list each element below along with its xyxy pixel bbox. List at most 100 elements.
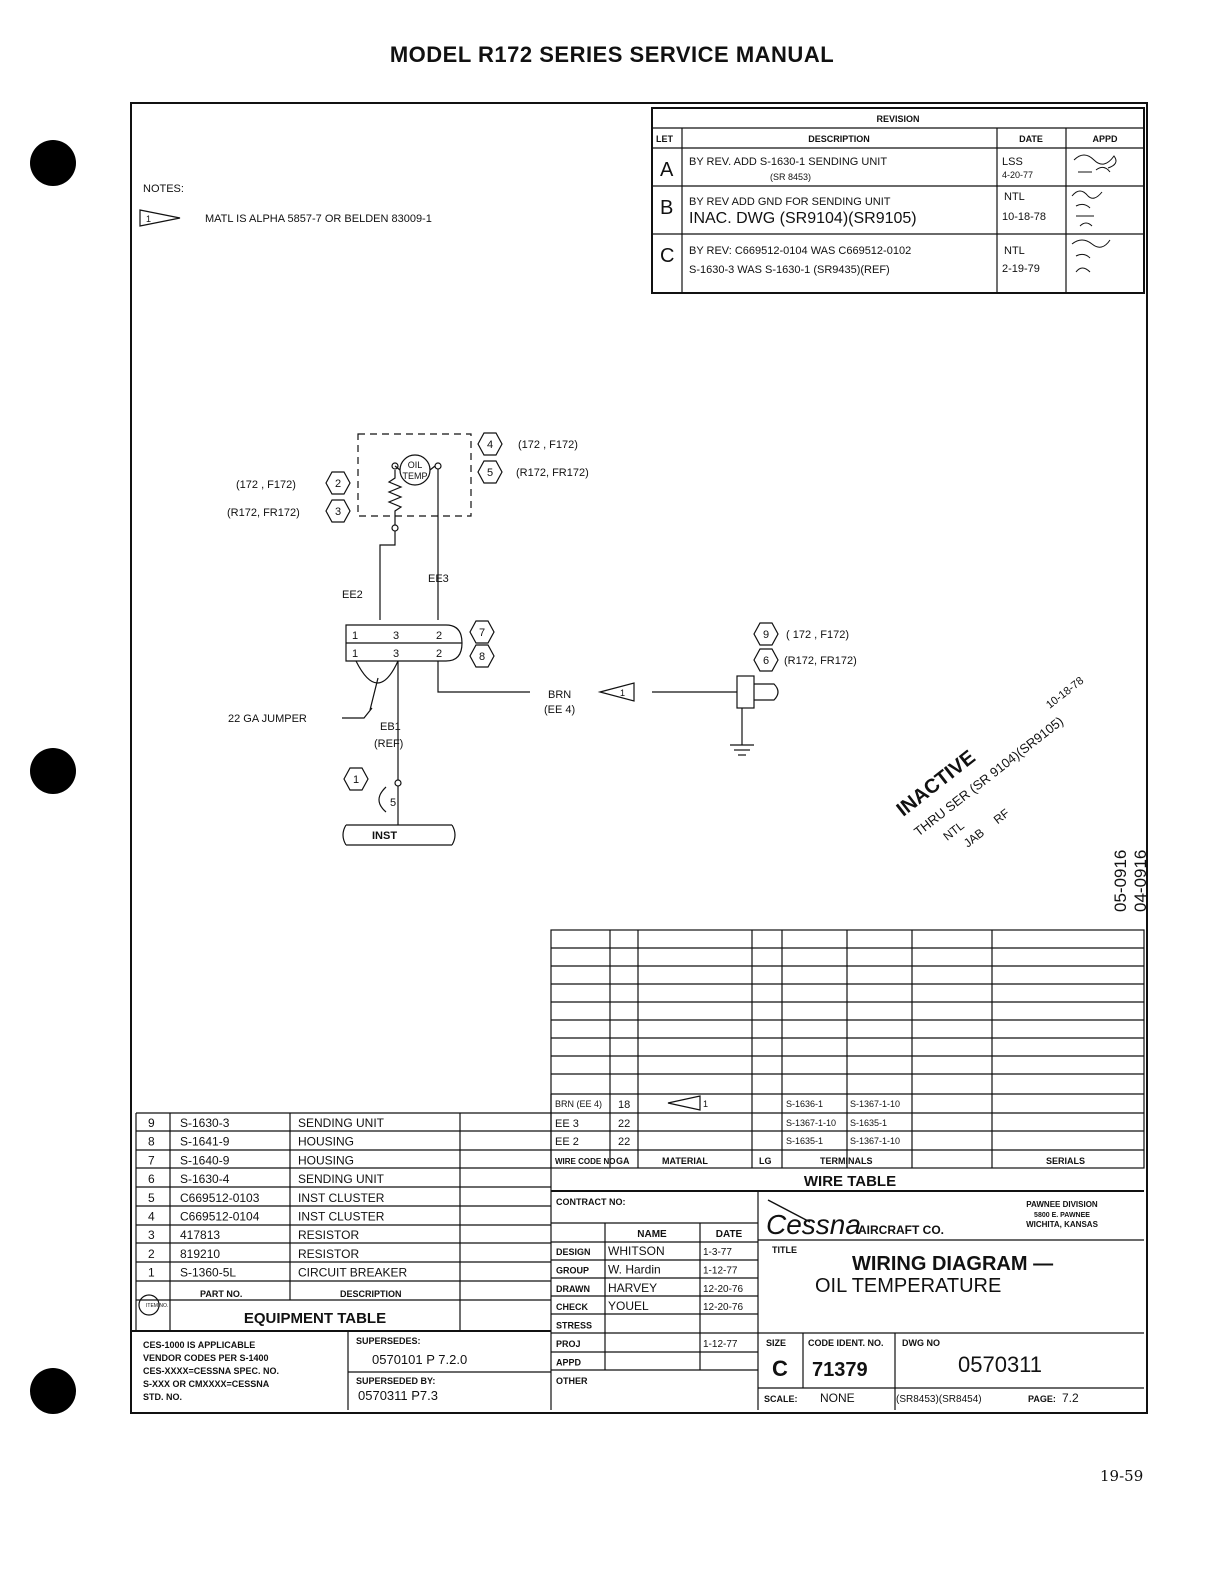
supersedes-label: SUPERSEDES: [356, 1336, 421, 1346]
signoff-role: GROUP [556, 1265, 589, 1275]
ces-note: CES-XXXX=CESSNA SPEC. NO. [143, 1366, 279, 1376]
equipment-part-no: S-1641-9 [180, 1135, 230, 1149]
superseded-value: 0570311 P7.3 [358, 1388, 438, 1403]
wire-label-ee4: (EE 4) [544, 704, 575, 716]
equipment-description: HOUSING [298, 1153, 354, 1167]
connector-pin: 1 [352, 648, 358, 660]
equipment-description: CIRCUIT BREAKER [298, 1266, 407, 1280]
signoff-role: DESIGN [556, 1247, 591, 1257]
supersedes-value: 0570101 P 7.2.0 [372, 1352, 467, 1367]
equipment-description: HOUSING [298, 1135, 354, 1149]
scale-value: NONE [820, 1391, 855, 1405]
binder-hole-icon [30, 1368, 76, 1414]
wire-code: EE 2 [555, 1136, 579, 1148]
signoff-name: W. Hardin [608, 1262, 661, 1276]
signoff-role: DRAWN [556, 1284, 590, 1294]
equipment-item-no: 9 [148, 1116, 155, 1130]
drawing-subtitle: OIL TEMPERATURE [815, 1275, 1001, 1297]
equipment-description: SENDING UNIT [298, 1172, 385, 1186]
item-ref-label: (R172, FR172) [784, 655, 857, 667]
revision-desc: BY REV: C669512-0104 WAS C669512-0102 [689, 245, 911, 257]
ces-note: CES-1000 IS APPLICABLE [143, 1340, 255, 1350]
division-address: 5800 E. PAWNEE [1034, 1212, 1090, 1219]
note-ref-number: 1 [620, 688, 625, 698]
division-name: PAWNEE DIVISION [1026, 1200, 1098, 1209]
item-ref-label: (172 , F172) [518, 439, 578, 451]
item-ref-number: 6 [763, 655, 769, 667]
item-ref-hex [477, 432, 503, 456]
equipment-part-no: S-1360-5L [180, 1266, 236, 1280]
item-ref-number: 5 [487, 467, 493, 479]
wire-terminal: S-1635-1 [850, 1118, 887, 1128]
connector-pin: 2 [436, 630, 442, 642]
page-label: PAGE: [1028, 1394, 1056, 1404]
binder-hole-icon [30, 140, 76, 186]
note-ref-triangle-icon [139, 209, 181, 227]
wire-terminal: S-1367-1-10 [850, 1099, 900, 1109]
equipment-item-no: 7 [148, 1153, 155, 1167]
connector-pin: 1 [352, 630, 358, 642]
item-ref-number: 4 [487, 439, 493, 451]
signoff-role: APPD [556, 1357, 582, 1367]
wire-table-header: SERIALS [1046, 1156, 1085, 1166]
equipment-item-no: 1 [148, 1266, 155, 1280]
item-ref-hex [469, 644, 495, 668]
oil-temp-label: OIL [408, 460, 423, 470]
signoff-role: PROJ [556, 1339, 581, 1349]
revision-table [651, 107, 1145, 294]
equipment-part-no: S-1630-3 [180, 1116, 230, 1130]
revision-date-header: DATE [1019, 134, 1043, 144]
item-ref-number: 8 [479, 651, 485, 663]
wire-ref-label: (REF) [374, 738, 403, 750]
signoff-role: STRESS [556, 1321, 592, 1331]
ces-note: STD. NO. [143, 1392, 182, 1402]
revision-description-header: DESCRIPTION [808, 134, 870, 144]
page-title: MODEL R172 SERIES SERVICE MANUAL [389, 42, 835, 67]
wire-ga: 18 [618, 1099, 630, 1111]
revision-by: NTL [1004, 245, 1025, 257]
size-label: SIZE [766, 1338, 786, 1348]
item-ref-label: (R172, FR172) [227, 507, 300, 519]
wire-table-header: GA [616, 1156, 630, 1166]
equipment-item-no: 6 [148, 1172, 155, 1186]
signoff-name-header: NAME [637, 1229, 667, 1240]
equipment-description: RESISTOR [298, 1228, 359, 1242]
wire-terminal: S-1367-1-10 [786, 1118, 836, 1128]
signoff-name: YOUEL [608, 1299, 649, 1313]
oil-temp-label: TEMP [402, 471, 427, 481]
item-ref-number: 9 [763, 629, 769, 641]
equipment-item-no: 5 [148, 1191, 155, 1205]
side-code: 05-0916 [1111, 850, 1130, 912]
contract-label: CONTRACT NO: [556, 1197, 626, 1207]
cessna-logo: Cessna [766, 1209, 861, 1240]
equipment-part-no: S-1630-4 [180, 1172, 230, 1186]
signoff-date: 12-20-76 [703, 1284, 743, 1295]
sending-unit-outline [357, 433, 472, 517]
wire-material: 1 [703, 1099, 708, 1109]
cessna-logo-swoosh [767, 1199, 811, 1223]
equipment-part-no: C669512-0104 [180, 1210, 260, 1224]
page-value: 7.2 [1062, 1391, 1079, 1405]
scale-label: SCALE: [764, 1394, 798, 1404]
instrument-connector [342, 824, 456, 846]
equipment-item-no: 8 [148, 1135, 155, 1149]
wire-code: BRN (EE 4) [555, 1099, 602, 1109]
ces-note: VENDOR CODES PER S-1400 [143, 1353, 269, 1363]
wire-ga: 22 [618, 1118, 630, 1130]
signoff-name: WHITSON [608, 1244, 665, 1258]
revision-by: NTL [1004, 191, 1025, 203]
signoff-date: 12-20-76 [703, 1302, 743, 1313]
signoff-date: 1-12-77 [703, 1339, 738, 1350]
wire-table-header: MATERIAL [662, 1156, 708, 1166]
ces-note: S-XXX OR CMXXXX=CESSNA [143, 1379, 270, 1389]
item-no-icon [138, 1294, 160, 1316]
equipment-part-no: 417813 [180, 1228, 220, 1242]
item-ref-hex [325, 499, 351, 523]
resistor-icon [387, 470, 403, 525]
item-ref-hex [343, 767, 369, 791]
wire-code: EE 3 [555, 1118, 579, 1130]
superseded-label: SUPERSEDED BY: [356, 1376, 435, 1386]
note-ref-triangle-icon [597, 682, 635, 702]
notes-label: NOTES: [143, 183, 184, 195]
